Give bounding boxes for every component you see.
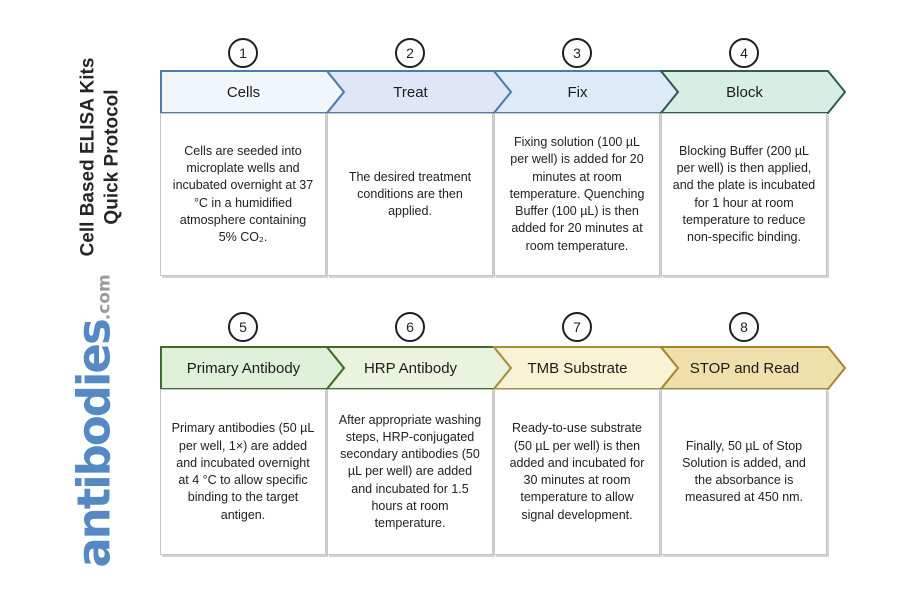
step-label-hrp-antibody: HRP Antibody (363, 359, 458, 377)
step-circle-6: 6 (395, 312, 425, 342)
step-circle-1: 1 (228, 38, 258, 68)
step-circle-2: 2 (395, 38, 425, 68)
step-circle-5: 5 (228, 312, 258, 342)
step-description-block: Blocking Buffer (200 µL per well) is the… (661, 113, 827, 276)
step-circle-4: 4 (729, 38, 759, 68)
page-title: Cell Based ELISA Kits Quick Protocol (77, 58, 126, 257)
chevron-band-row-2 (160, 346, 847, 390)
page-title-line1: Cell Based ELISA Kits (77, 57, 99, 257)
step-label-primary-antibody: Primary Antibody (186, 359, 301, 377)
step-description-primary-antibody: Primary antibodies (50 µL per well, 1×) … (160, 389, 326, 555)
protocol-row-1: 1 2 3 4 Cells Treat Fix Block Cells are … (160, 38, 865, 276)
step-label-block: Block (726, 83, 763, 101)
chevron-band-row-1 (160, 70, 847, 114)
protocol-row-2: 5 6 7 8 Primary Antibody HRP Antibody TM… (160, 312, 865, 555)
step-label-stop-and-read: STOP and Read (689, 359, 800, 377)
step-description-cells: Cells are seeded into microplate wells a… (160, 113, 326, 276)
step-description-stop-and-read: Finally, 50 µL of Stop Solution is added… (661, 389, 827, 555)
step-circle-7: 7 (562, 312, 592, 342)
step-label-tmb-substrate: TMB Substrate (527, 359, 628, 377)
step-description-fix: Fixing solution (100 µL per well) is add… (494, 113, 660, 276)
step-label-treat: Treat (393, 83, 428, 101)
logo-brand-text: antibodies (67, 320, 121, 568)
chevron-shape-block (658, 70, 847, 114)
logo-domain-suffix: .com (94, 274, 115, 321)
chevron-shape-stop-and-read (658, 346, 847, 390)
step-description-treat: The desired treatment conditions are the… (327, 113, 493, 276)
antibodies-logo: antibodies.com (68, 274, 121, 567)
step-label-fix: Fix (567, 83, 588, 101)
step-circle-3: 3 (562, 38, 592, 68)
step-label-cells: Cells (226, 83, 261, 101)
step-description-hrp-antibody: After appropriate washing steps, HRP-con… (327, 389, 493, 555)
step-circle-8: 8 (729, 312, 759, 342)
step-description-tmb-substrate: Ready-to-use substrate (50 µL per well) … (494, 389, 660, 555)
page-title-line2: Quick Protocol (102, 89, 123, 225)
